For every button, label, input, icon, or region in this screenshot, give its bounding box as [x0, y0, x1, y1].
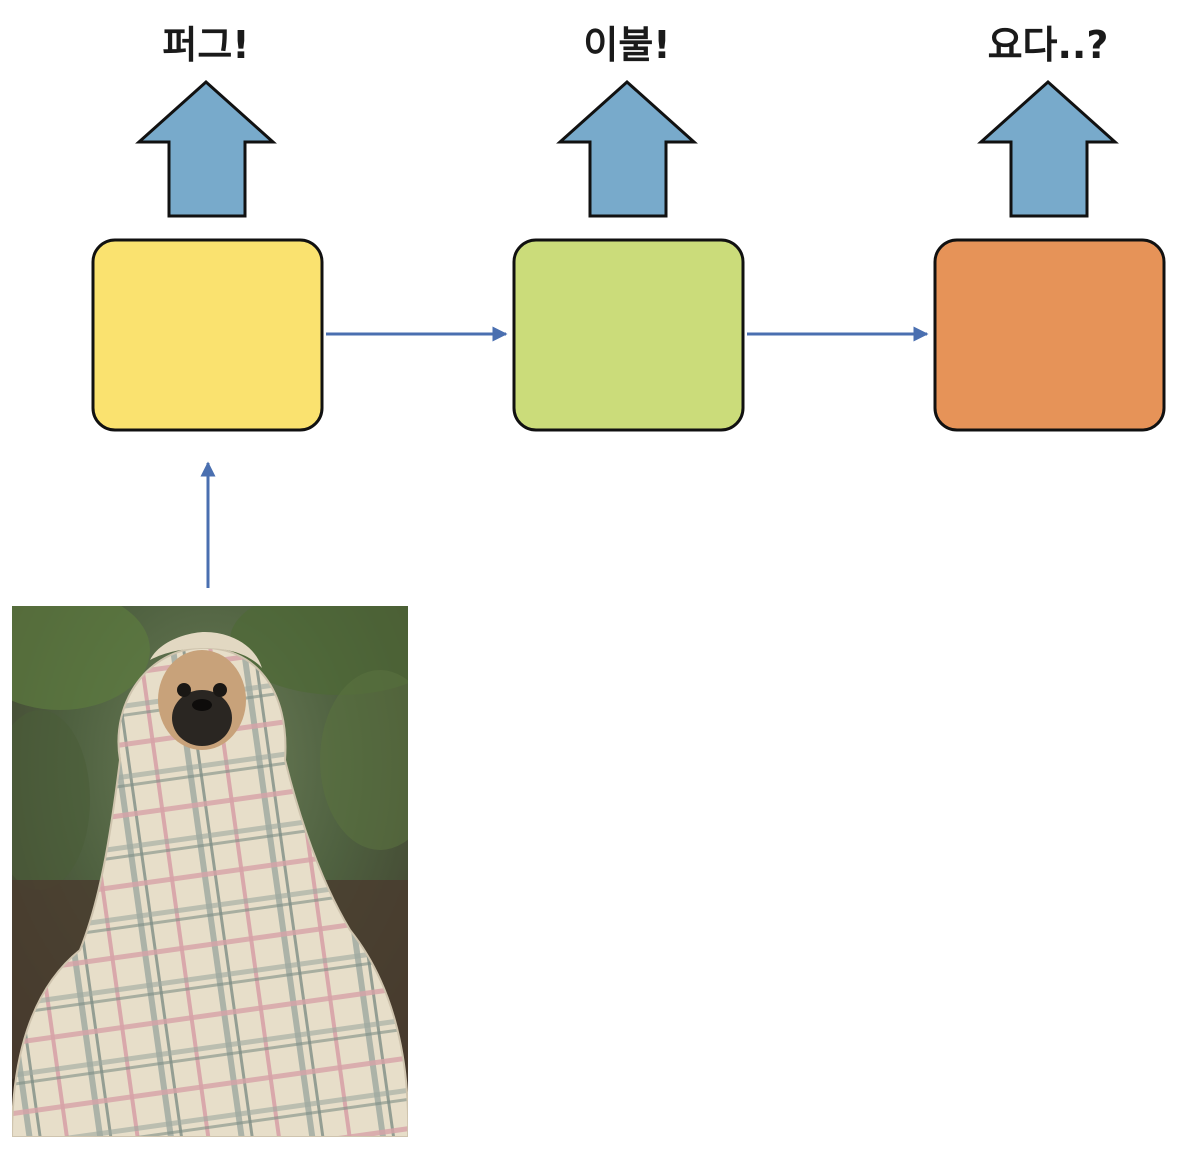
output-up-arrow-2 — [556, 79, 698, 218]
output-up-arrow-3 — [977, 79, 1119, 218]
output-up-arrow-1 — [135, 79, 277, 218]
rnn-cell-1 — [91, 238, 324, 432]
rnn-cell-2 — [512, 238, 745, 432]
output-word-3: 요다..? — [988, 23, 1109, 67]
pug-in-plaid-blanket-photo — [12, 606, 408, 1137]
output-word-2: 이불! — [583, 23, 670, 67]
rnn-cell-3 — [933, 238, 1166, 432]
output-word-1: 퍼그! — [162, 23, 249, 67]
